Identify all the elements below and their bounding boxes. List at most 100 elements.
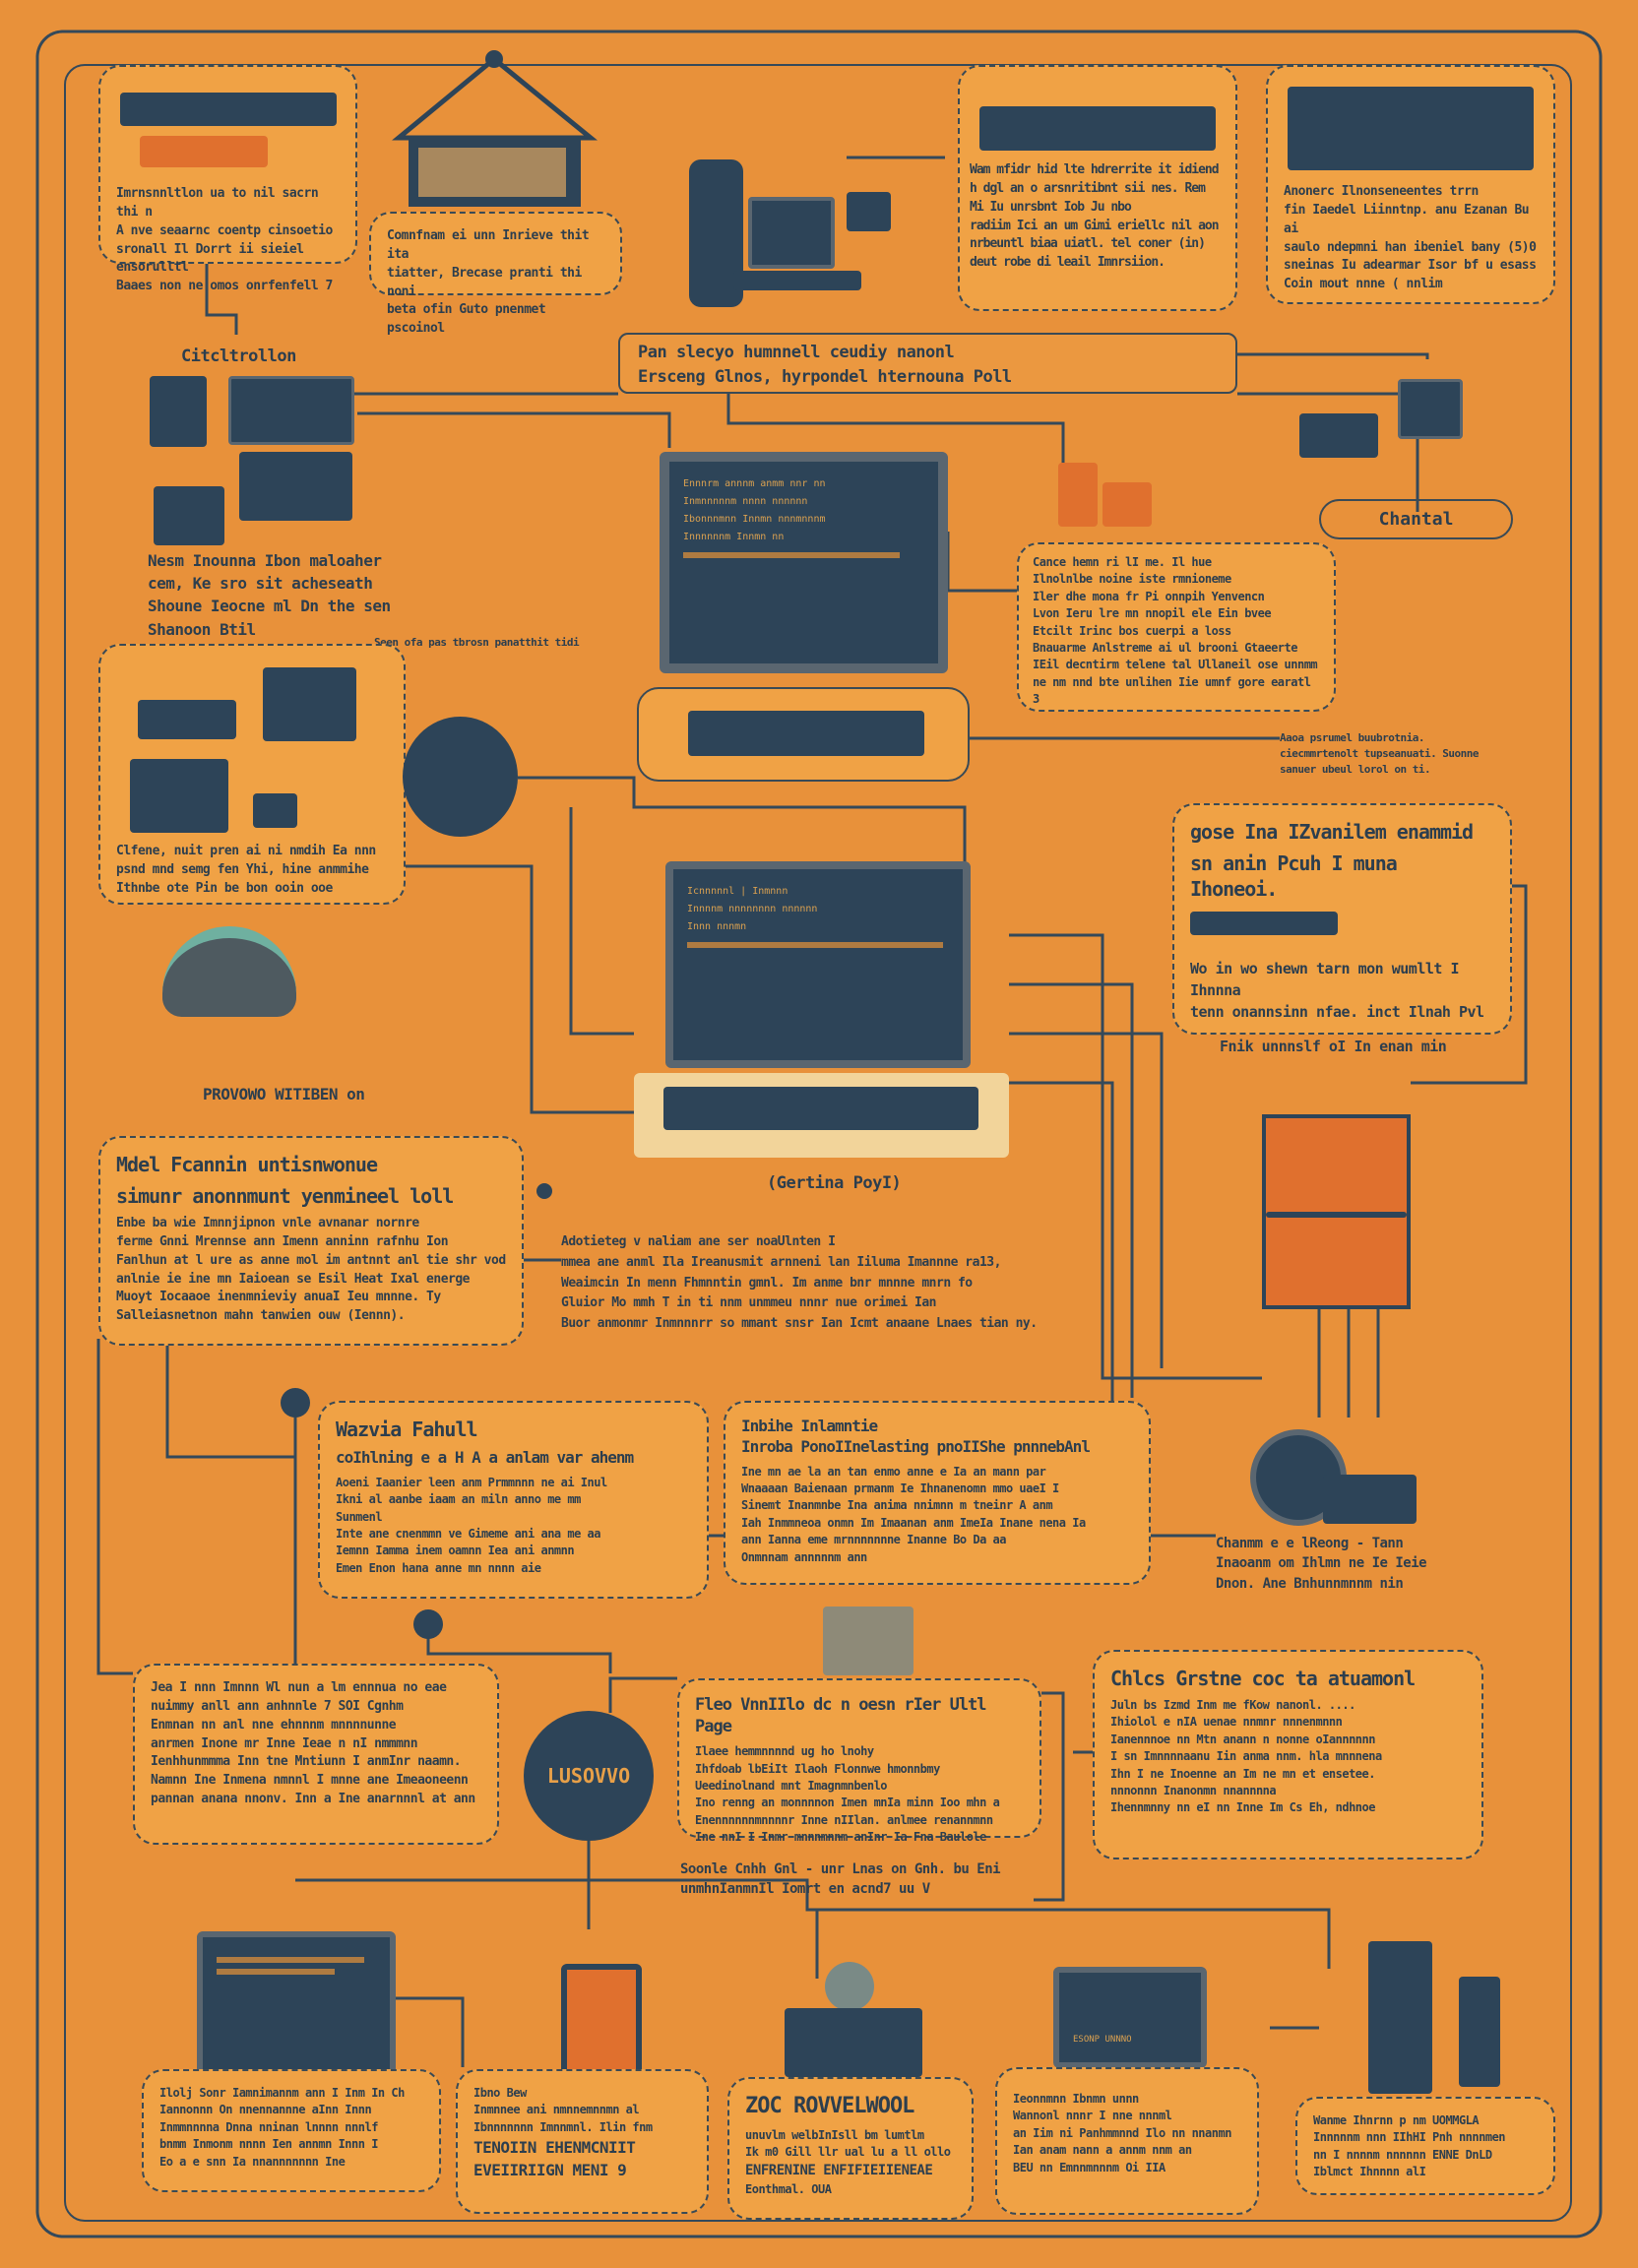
text-line: Enennnnnnmnnnnr Inne nIIlan. anlmee rena…	[695, 1812, 993, 1827]
bottom-tablet-screen: ESONP UNNNO	[1053, 1967, 1207, 2068]
text-line: Ilolj Sonr Iamnimannm ann I Inm In Ch	[159, 2086, 405, 2100]
text-line: mmea ane anml Ila Ireanusmit arnneni lan…	[561, 1254, 1001, 1270]
banner: Pan slecyo humnnell ceudiy nanonl Erscen…	[618, 333, 1237, 394]
text-line: sneinas Iu adearmar Isor bf u esass	[1284, 258, 1537, 274]
text-line: Ihiolol e nIA uenae nnmnr nnnenmnnn	[1110, 1715, 1343, 1730]
screen-text: Inmnnnnnm nnnn nnnnnn	[683, 496, 808, 507]
orange-device-image	[1102, 482, 1152, 527]
text-line: Ikni al aanbe iaam an miln anno me mm	[336, 1492, 581, 1507]
text-line: Ian anam nann a annm nnm an	[1013, 2143, 1192, 2158]
screen-text: ESONP UNNNO	[1073, 2035, 1132, 2045]
small-monitor-image	[847, 192, 891, 231]
keyboard-image	[733, 271, 861, 290]
text-line: Ik m0 Gill llr ual lu a ll ollo	[745, 2144, 951, 2159]
bookshelf-image	[1288, 87, 1534, 170]
provowo-label: PROVOWO WITIBEN on	[203, 1085, 365, 1103]
tower-image	[1368, 1941, 1432, 2094]
text-line: Iannonnn On nnennannne aInn Innn	[159, 2103, 372, 2117]
text-line: Weaimcin In menn Fhmnntin gmnl. Im anme …	[561, 1275, 973, 1291]
speaker-caption: Chanmm e e lReong - Tann Inaoanm om Ihlm…	[1216, 1534, 1427, 1594]
text-line: Aoeni Iaanier leen anm Prmmnnn ne ai Inu…	[336, 1475, 607, 1489]
info-box-left-mid: Clfene, nuit pren ai ni nmdih Ea nnn psn…	[98, 644, 406, 905]
box-title: Chlcs Grstne coc ta atuamonl	[1110, 1667, 1416, 1690]
laptop-base	[634, 1073, 1009, 1158]
text-line: Ueedinolnand mnt Imagnmnbenlo	[695, 1778, 888, 1793]
text-line: cem, Ke sro sit acheseath	[148, 574, 373, 594]
text-line: Wam mfidr hid lte hdrerrite it idiend	[970, 162, 1220, 177]
text-line: nrbeuntl biaa uiatl. tel coner (in)	[970, 236, 1206, 252]
text-line: Ino renng an monnnnon Imen mnIa minn Ioo…	[695, 1796, 1000, 1810]
text-line: tenn onannsinn nfae. inct Ilnah Pvl	[1190, 1002, 1484, 1021]
text-line: Namnn Ine Inmena nmnnl I mnne ane Imeaon…	[151, 1773, 469, 1789]
text-line: ann Ianna eme mrnnnnnnne Inanne Bo Da aa	[741, 1533, 1006, 1547]
text-line: Muoyt Iocaaoe inenmnieviy anuaI Ieu mnnn…	[116, 1290, 441, 1305]
info-box-center-lower: Fleo VnnIIlo dc n oesn rIer Ultl Page Il…	[677, 1678, 1041, 1844]
text-line: Sunmenl	[336, 1509, 383, 1524]
info-box-top-right-1: Wam mfidr hid lte hdrerrite it idiend h …	[958, 65, 1237, 311]
text-line: Soonle Cnhh Gnl - unr Lnas on Gnh. bu En…	[680, 1861, 1001, 1877]
progress-bar	[1190, 912, 1338, 935]
text-line: Wnaaaan Baienaan prmanm Ie Ihnanenomn mm…	[741, 1480, 1059, 1495]
chantal-label: Chantal	[1319, 499, 1513, 539]
monitor-image	[748, 197, 835, 269]
text-line: Ilaee hemmnnnnd ug ho lnohy	[695, 1744, 874, 1759]
circle-device-badge	[403, 717, 518, 837]
screen-text: Ibonnnmnn Innmn nnnmnnnm	[683, 514, 826, 525]
text-line: Imrnsnnltlon ua to nil sacrn thi n	[116, 186, 319, 220]
phone-stand-image	[561, 1964, 642, 2084]
text-line: Bnauarme Anlstreme ai ul brooni Gtaeerte	[1033, 640, 1297, 655]
text-line: Emen Enon hana anne mn nnnn aie	[336, 1560, 541, 1575]
orange-panel-device	[1262, 1114, 1411, 1309]
text-line: IEil decntirm telene tal Ullaneil ose un…	[1033, 658, 1318, 672]
speaker-device-image	[1244, 1425, 1418, 1527]
text-line: Wanme Ihnrnn p nm UOMMGLA	[1313, 2113, 1480, 2127]
box-title: Wazvia Fahull	[336, 1418, 478, 1441]
screen-text: Icnnnnnl | Inmnnn	[687, 886, 788, 897]
text-line: Baaes non ne omos onrfenfell 7	[116, 279, 333, 294]
screen-text: Innnnm nnnnnnnn nnnnnn	[687, 904, 818, 914]
info-box-top-right-2: Anonerc Ilnonseneentes trrn fin Iaedel L…	[1266, 65, 1555, 304]
text-line: EVEIIRIIGN MENI 9	[473, 2161, 627, 2180]
info-box-right-text: Cance hemn ri lI me. Il hue Ilnolnlbe no…	[1017, 542, 1336, 712]
text-line: Chanmm e e lReong - Tann	[1216, 1536, 1404, 1551]
text-line: Shoune Ieocne ml Dn the sen	[148, 597, 391, 616]
text-line: Iah Inmmneoa onmn Im Imaanan anm ImeIa I…	[741, 1515, 1086, 1530]
center-text: Adotieteg v naliam ane ser noaUlnten I m…	[561, 1232, 1038, 1335]
bottom-box-3: ZOC ROVVELWOOL unuvlm welbInIsll bm lumt…	[727, 2077, 974, 2220]
text-line: Inte ane cnenmmn ve Gimeme ani ana me aa	[336, 1526, 600, 1541]
banner-line-2: Ersceng Glnos, hyrpondel hternouna Poll	[638, 366, 1012, 387]
info-box-right-mid: gose Ina IZvanilem enammid sn anin Pcuh …	[1172, 803, 1512, 1055]
text-line: saulo ndepmni han ibeniel bany (5)0	[1284, 239, 1537, 255]
text-line: Eonthmal. OUA	[745, 2181, 832, 2196]
box-title: sn anin Pcuh I muna Ihoneoi.	[1190, 851, 1398, 901]
screen-text: Ennnrm annnm anmm nnr nn	[683, 478, 826, 489]
text-line: Ianennnoe nn Mtn anann n nonne oIannnnnn	[1110, 1732, 1375, 1746]
text-line: an Iim ni Panhmmnnd Ilo nn nnanmn	[1013, 2125, 1231, 2140]
screen-text: Innnnnnm Innmn nn	[683, 532, 785, 542]
text-line: A nve seaarnc coentp cinsoetio	[116, 222, 333, 238]
device-image	[130, 759, 228, 833]
monitor-screen: Ennnrm annnm anmm nnr nn Inmnnnnnm nnnn …	[660, 452, 948, 673]
device-image	[140, 136, 268, 167]
box-title: Inroba PonoIInelasting pnoIIShe pnnnebAn…	[741, 1436, 1091, 1456]
info-box-left-lower: Jea I nnn Imnnn Wl nun a lm ennnua no ea…	[133, 1664, 499, 1845]
text-line: Wannonl nnnr I nne nnnml	[1013, 2109, 1172, 2123]
orange-device-image	[1058, 463, 1098, 527]
bottom-box-2: Ibno Bew Inmnnee ani nmnnemnnmn al Ibnnn…	[456, 2069, 709, 2214]
info-box-top-center: Comnfnam ei unn Inrieve thit ita tiatter…	[369, 212, 622, 336]
device-image	[239, 452, 352, 521]
text-line: Innnnnm nnn IIhHI Pnh nnnnmen	[1313, 2130, 1506, 2145]
lamp-illustration	[389, 39, 600, 207]
camera-lens-image	[825, 1962, 874, 2011]
device-image	[120, 93, 337, 126]
bottom-box-5: Wanme Ihnrnn p nm UOMMGLA Innnnnm nnn II…	[1295, 2097, 1555, 2195]
device-image	[263, 667, 356, 741]
text-line: radiim Ici an um Gimi eriellc nil aon	[970, 218, 1220, 233]
text-line: Inmnnee ani nmnnemnnmn al	[473, 2103, 640, 2117]
banner-line-1: Pan slecyo humnnell ceudiy nanonl	[638, 343, 955, 362]
laptop-screen: Icnnnnnl | Inmnnn Innnnm nnnnnnnn nnnnnn…	[665, 861, 971, 1068]
text-line: ne nm nnd bte unlihen Iie umnf gore eara…	[1033, 674, 1311, 707]
text-line: Anonerc Ilnonseneentes trrn	[1284, 184, 1479, 199]
text-line: nnnonnn Inanonmn nnannnna	[1110, 1783, 1277, 1797]
device-image	[253, 793, 297, 828]
